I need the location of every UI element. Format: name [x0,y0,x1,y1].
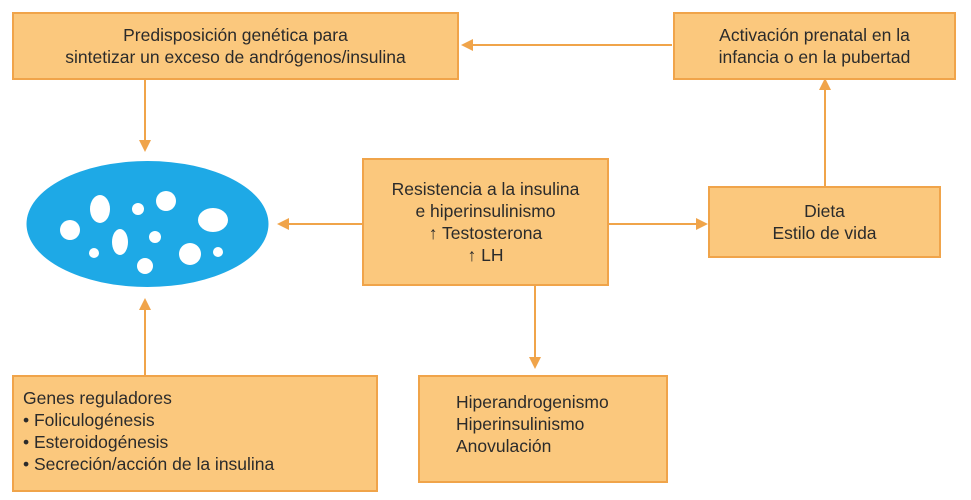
predisposition-line-2: sintetizar un exceso de andrógenos/insul… [65,47,406,67]
activation-line-2: infancia o en la pubertad [718,47,911,67]
follicle [112,229,128,255]
follicle [179,243,201,265]
ovary-illustration [26,161,269,287]
diet-line-1: Dieta [804,201,845,221]
resistance-line-4: ↑ LH [467,245,504,265]
resistance-line-3: ↑ Testosterona [428,223,543,243]
outcomes-box: Hiperandrogenismo Hiperinsulinismo Anovu… [418,375,668,483]
resistance-line-1: Resistencia a la insulina [391,179,580,199]
follicle [60,220,80,240]
follicle [149,231,161,243]
diet-box: Dieta Estilo de vida [708,186,941,258]
genes-list: • Foliculogénesis • Esteroidogénesis • S… [23,409,376,475]
genes-title: Genes reguladores [23,388,172,408]
follicle [156,191,176,211]
outcomes-line-1: Hiperandrogenismo [456,392,609,412]
follicle [90,195,110,223]
follicle [213,247,223,257]
follicle [132,203,144,215]
resistance-line-2: e hiperinsulinismo [415,201,556,221]
genes-item: • Esteroidogénesis [23,432,169,452]
follicle [89,248,99,258]
activation-line-1: Activación prenatal en la [719,25,910,45]
genes-item: • Secreción/acción de la insulina [23,454,275,474]
outcomes-line-3: Anovulación [456,436,552,456]
resistance-box: Resistencia a la insulina e hiperinsulin… [362,158,609,286]
predisposition-box: Predisposición genética para sintetizar … [12,12,459,80]
activation-box: Activación prenatal en la infancia o en … [673,12,956,80]
genes-item: • Foliculogénesis [23,410,155,430]
follicle [198,208,228,232]
diet-line-2: Estilo de vida [772,223,877,243]
predisposition-line-1: Predisposición genética para [123,25,348,45]
ovary-shape [26,161,269,287]
follicle [137,258,153,274]
genes-box: Genes reguladores • Foliculogénesis • Es… [12,375,378,492]
outcomes-line-2: Hiperinsulinismo [456,414,585,434]
